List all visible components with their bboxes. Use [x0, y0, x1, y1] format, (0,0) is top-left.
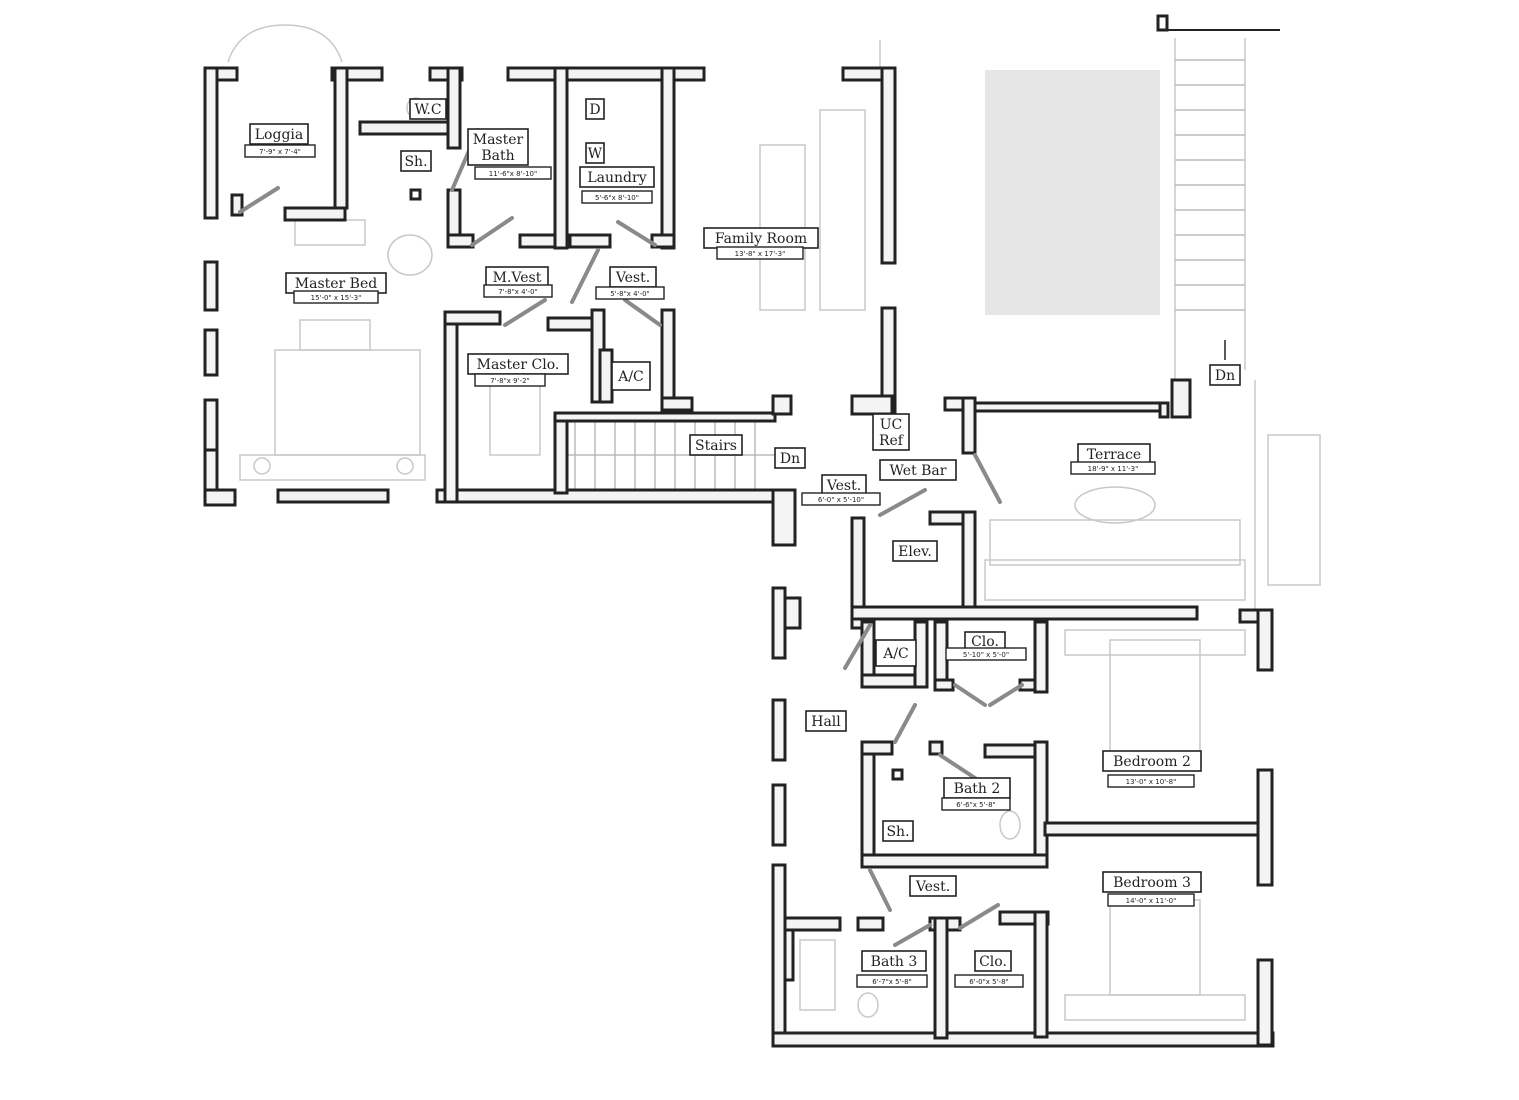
closet1-name: Clo.: [971, 634, 999, 650]
vest2-label: Vest. 6'-0" x 5'-10": [801, 474, 881, 506]
closet2-name: Clo.: [979, 954, 1007, 970]
vest3-label: Vest.: [909, 875, 957, 897]
master-bath-dim: 11'-6"x 8'-10": [489, 170, 537, 178]
down1-name: Dn: [780, 451, 800, 467]
ac1-name: A/C: [617, 369, 644, 385]
bath3-label: Bath 3 6'-7"x 5'-8": [856, 950, 928, 988]
shower2-label: Sh.: [882, 820, 914, 842]
shower1-name: Sh.: [404, 154, 427, 170]
master-closet-dim: 7'-8"x 9'-2": [490, 377, 530, 385]
wc-name: W.C: [414, 102, 441, 118]
interior-stair: [565, 420, 775, 490]
family-room-name: Family Room: [715, 231, 807, 247]
closet1-dim: 5'-10" x 5'-0": [963, 651, 1009, 659]
ac1-label: A/C: [611, 361, 651, 391]
laundry-dim: 5'-6"x 8'-10": [595, 194, 639, 202]
vest3-name: Vest.: [915, 879, 950, 895]
washer-name: W: [588, 146, 603, 162]
family-room-dim: 13'-8" x 17'-3": [735, 250, 786, 258]
master-vest-dim: 7'-8"x 4'-0": [498, 288, 538, 296]
master-bath-name-line2: Bath: [481, 148, 514, 164]
shower1-label: Sh.: [400, 150, 432, 172]
master-bed-dim: 15'-0" x 15'-3": [311, 294, 362, 302]
bedroom3-name: Bedroom 3: [1113, 875, 1191, 891]
uc-ref-name-line1: UC: [880, 417, 903, 433]
loggia-name: Loggia: [255, 127, 303, 143]
master-bath-name-line1: Master: [473, 132, 524, 148]
ac2-name: A/C: [882, 646, 909, 662]
master-bed-label: Master Bed 15'-0" x 15'-3": [285, 272, 387, 304]
terrace-name: Terrace: [1087, 447, 1141, 463]
wet-bar-name: Wet Bar: [890, 463, 947, 479]
terrace-dim: 18'-9" x 11'-3": [1088, 465, 1139, 473]
stairs-label: Stairs: [689, 434, 743, 456]
bath2-label: Bath 2 6'-6"x 5'-8": [941, 777, 1011, 811]
ac2-label: A/C: [875, 639, 917, 667]
vest2-dim: 6'-0" x 5'-10": [818, 496, 864, 504]
down1-label: Dn: [774, 447, 806, 469]
terrace-label: Terrace 18'-9" x 11'-3": [1070, 443, 1156, 475]
bath2-name: Bath 2: [954, 781, 1001, 797]
bath3-dim: 6'-7"x 5'-8": [872, 978, 912, 986]
room-labels: Loggia 7'-9" x 7'-4" W.C Master Bath 11'…: [244, 98, 1241, 988]
walls: [203, 66, 1275, 1048]
vest1-name: Vest.: [615, 270, 650, 286]
closet2-label: Clo. 6'-0"x 5'-8": [954, 950, 1024, 988]
washer-label: W: [585, 142, 605, 164]
bedroom3-label: Bedroom 3 14'-0" x 11'-0": [1102, 871, 1202, 907]
bedroom3-dim: 14'-0" x 11'-0": [1126, 897, 1177, 905]
family-room-label: Family Room 13'-8" x 17'-3": [703, 227, 819, 260]
drain-marker: [409, 188, 422, 201]
master-vest-label: M.Vest 7'-8"x 4'-0": [483, 266, 553, 298]
shower2-name: Sh.: [886, 824, 909, 840]
loggia-label: Loggia 7'-9" x 7'-4": [244, 123, 316, 158]
pool: [985, 70, 1160, 315]
bedroom2-name: Bedroom 2: [1113, 754, 1191, 770]
master-vest-name: M.Vest: [493, 270, 542, 286]
wet-bar-label: Wet Bar: [879, 459, 957, 481]
dryer-label: D: [585, 98, 605, 120]
bedroom2-dim: 13'-0" x 10'-8": [1126, 778, 1177, 786]
uc-ref-label: UC Ref: [872, 413, 910, 451]
vest1-dim: 5'-8"x 4'-0": [610, 290, 650, 298]
vest1-label: Vest. 5'-8"x 4'-0": [595, 266, 665, 300]
hall-name: Hall: [811, 714, 841, 730]
closet1-label: Clo. 5'-10" x 5'-0": [945, 631, 1027, 661]
exterior-stair: [1156, 14, 1280, 410]
master-bed-name: Master Bed: [295, 276, 377, 292]
hall-label: Hall: [805, 710, 847, 732]
elevator-name: Elev.: [898, 544, 932, 560]
laundry-label: Laundry 5'-6"x 8'-10": [579, 166, 655, 204]
closet2-dim: 6'-0"x 5'-8": [969, 978, 1009, 986]
bedroom2-label: Bedroom 2 13'-0" x 10'-8": [1102, 750, 1202, 788]
master-closet-name: Master Clo.: [477, 357, 560, 373]
down2-label: Dn: [1209, 364, 1241, 386]
vest2-name: Vest.: [826, 478, 861, 494]
uc-ref-name-line2: Ref: [879, 433, 905, 449]
stairs-name: Stairs: [695, 438, 737, 454]
laundry-name: Laundry: [587, 170, 646, 186]
bath3-name: Bath 3: [871, 954, 918, 970]
master-bath-label: Master Bath 11'-6"x 8'-10": [467, 128, 552, 180]
loggia-dim: 7'-9" x 7'-4": [259, 148, 301, 156]
dryer-name: D: [589, 102, 600, 118]
elevator-label: Elev.: [892, 540, 938, 562]
bath2-dim: 6'-6"x 5'-8": [956, 801, 996, 809]
down2-name: Dn: [1215, 368, 1235, 384]
wc-label: W.C: [409, 98, 447, 120]
drain-marker: [891, 768, 904, 781]
master-closet-label: Master Clo. 7'-8"x 9'-2": [467, 353, 569, 387]
